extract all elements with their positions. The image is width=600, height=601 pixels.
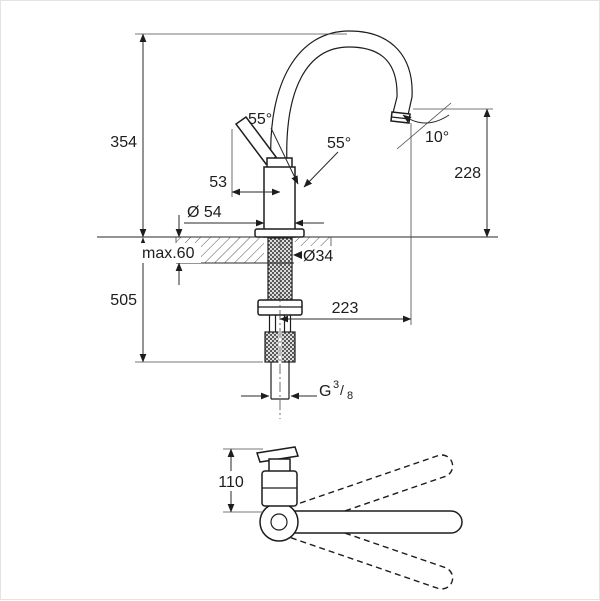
dim-max60: max.60: [139, 215, 201, 285]
dim-angle10-ref-line: [396, 102, 452, 150]
dim-angle55-left-label: 55°: [248, 111, 272, 128]
body-column: [263, 166, 296, 238]
dim-dia34-label: Ø34: [303, 248, 333, 265]
spout: [270, 30, 413, 167]
dim-max60-label: max.60: [142, 245, 195, 262]
handle-swing-view: [256, 446, 463, 590]
dim-angle55-right: 55°: [303, 135, 351, 188]
dim-angle10-label: 10°: [425, 129, 449, 146]
lever-handle: [234, 115, 293, 169]
base-flange: [254, 228, 305, 238]
dim-223-label: 223: [332, 300, 359, 317]
dim-angle55-right-label: 55°: [327, 135, 351, 152]
spout-outer-curve: [270, 30, 413, 167]
thread-slash: /: [340, 382, 344, 398]
dim-angle55-left-leader: [270, 127, 299, 185]
dim-angle10: 10°: [396, 102, 452, 150]
dim-110-label: 110: [218, 474, 244, 491]
dim-53-label: 53: [209, 174, 227, 191]
dim-228-label: 228: [454, 165, 481, 182]
handle-dashed-lower: [290, 516, 454, 590]
supply-hoses: [264, 238, 296, 419]
thread-numerator: 3: [333, 379, 339, 391]
escutcheon-outer: [259, 502, 299, 542]
faucet-body: [254, 166, 305, 238]
handle-top-lever: [256, 446, 299, 463]
dim-228: 228: [413, 108, 493, 238]
dim-354: 354: [110, 33, 347, 238]
handle-solid-arm: [294, 510, 463, 534]
dim-110-label-bg: [213, 471, 250, 491]
dim-max60-label-bg: [139, 243, 201, 263]
dim-110: 110: [213, 448, 263, 513]
thread-denominator: 8: [347, 390, 353, 402]
escutcheon-inner: [270, 513, 288, 531]
dim-thread-g38: G 3 / 8: [241, 379, 353, 402]
thread-prefix: G: [319, 383, 331, 400]
dim-angle55-left: 55°: [248, 111, 299, 185]
dim-angle55-right-leader: [303, 151, 339, 188]
dim-dia34-label-bg: [294, 246, 338, 264]
dim-223: 223: [279, 123, 412, 325]
dim-53: 53: [209, 129, 281, 197]
spout-inner-curve: [286, 46, 398, 167]
dim-dia34-arrowhead: [293, 251, 302, 259]
dim-505-label: 505: [110, 292, 137, 309]
dim-dia54-label: Ø 54: [187, 204, 222, 221]
handle-dashed-upper: [290, 454, 454, 528]
dim-dia34: Ø34: [293, 246, 338, 265]
dim-angle10-leader: [402, 114, 450, 124]
dim-354-label: 354: [110, 134, 137, 151]
dim-dia54: Ø 54: [184, 204, 324, 227]
